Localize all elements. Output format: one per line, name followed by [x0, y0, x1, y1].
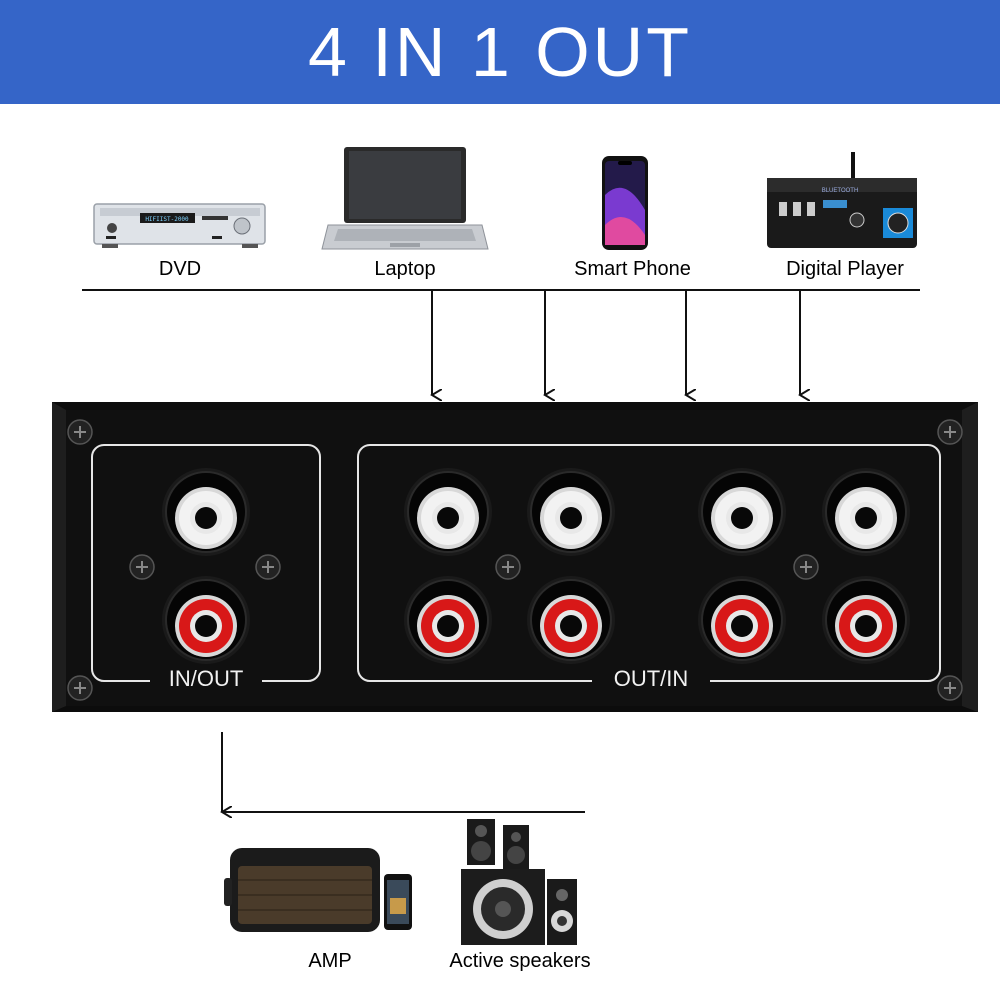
laptop-icon	[320, 145, 490, 255]
rca-jack-white-2	[404, 468, 492, 556]
amplifier-icon: BLUETOOTH	[765, 150, 920, 250]
screw-3	[67, 675, 93, 701]
rca-jack-red-4	[698, 576, 786, 664]
rca-jack-red-2	[404, 576, 492, 664]
input-section-label: IN/OUT	[169, 666, 244, 691]
source-label-dvd: DVD	[158, 258, 202, 280]
screw-5	[129, 554, 155, 580]
rca-jack-white-3	[527, 468, 615, 556]
rca-jack-red-3	[527, 576, 615, 664]
output-label-active-speakers: Active speakers	[449, 950, 591, 972]
banner-title: 4 IN 1 OUT	[308, 13, 692, 91]
dvd-display-text: HIFIIST-2000	[145, 216, 189, 223]
rca-jacks	[162, 468, 910, 664]
screw-8	[793, 554, 819, 580]
rca-jack-red-5	[822, 576, 910, 664]
active-speakers-icon	[455, 815, 595, 950]
screw-4	[937, 675, 963, 701]
source-label-laptop: Laptop	[374, 258, 436, 280]
output-section-label: OUT/IN	[614, 666, 689, 691]
screw-1	[67, 419, 93, 445]
source-label-smartphone: Smart Phone	[574, 258, 691, 280]
output-label-amp: AMP	[308, 950, 352, 972]
dvd-player-icon: HIFIIST-2000	[92, 196, 267, 251]
screw-7	[495, 554, 521, 580]
screw-6	[255, 554, 281, 580]
rca-jack-white-1	[162, 468, 250, 556]
rca-jack-white-4	[698, 468, 786, 556]
speaker-amp-icon	[222, 840, 417, 940]
rca-jack-white-5	[822, 468, 910, 556]
screw-2	[937, 419, 963, 445]
smartphone-icon	[600, 155, 650, 251]
screws	[67, 419, 963, 701]
svg-text:BLUETOOTH: BLUETOOTH	[822, 188, 859, 194]
rca-jack-red-1	[162, 576, 250, 664]
source-label-digital-player: Digital Player	[786, 258, 904, 280]
title-banner: 4 IN 1 OUT	[0, 0, 1000, 104]
